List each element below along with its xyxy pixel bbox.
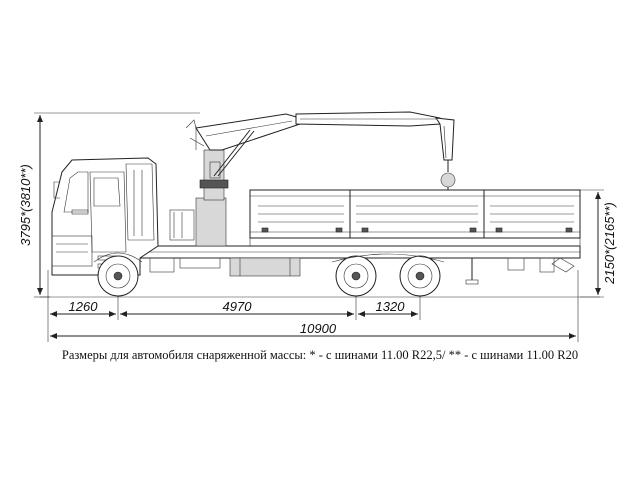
overall-length-label: 10900 [300, 321, 337, 336]
length-dimensions: 1260 4970 1320 10900 [47, 270, 579, 342]
wheelbase-label: 4970 [223, 299, 253, 314]
crane [169, 111, 456, 247]
platform-height-label: 2150*(2165**) [602, 202, 617, 285]
crane-base [195, 197, 227, 247]
fuel-tank [229, 257, 301, 277]
flatbed [249, 189, 581, 246]
overall-height-dimension: 3795*(3810**) [18, 112, 200, 298]
rear-fender [331, 253, 445, 263]
front-overhang-label: 1260 [69, 299, 99, 314]
platform-height-dimension: 2150*(2165**) [580, 189, 617, 298]
truck [51, 111, 581, 297]
overall-height-label: 3795*(3810**) [18, 164, 33, 246]
crane-hook-block [440, 172, 456, 188]
front-wheel [93, 252, 143, 297]
cab [51, 157, 159, 276]
diagram-caption: Размеры для автомобиля снаряженной массы… [61, 348, 579, 362]
rear-wheel-1 [335, 255, 377, 297]
rear-wheel-2 [399, 255, 441, 297]
crane-column [203, 149, 225, 201]
under-chassis [149, 257, 575, 285]
rear-axle-spacing-label: 1320 [376, 299, 406, 314]
